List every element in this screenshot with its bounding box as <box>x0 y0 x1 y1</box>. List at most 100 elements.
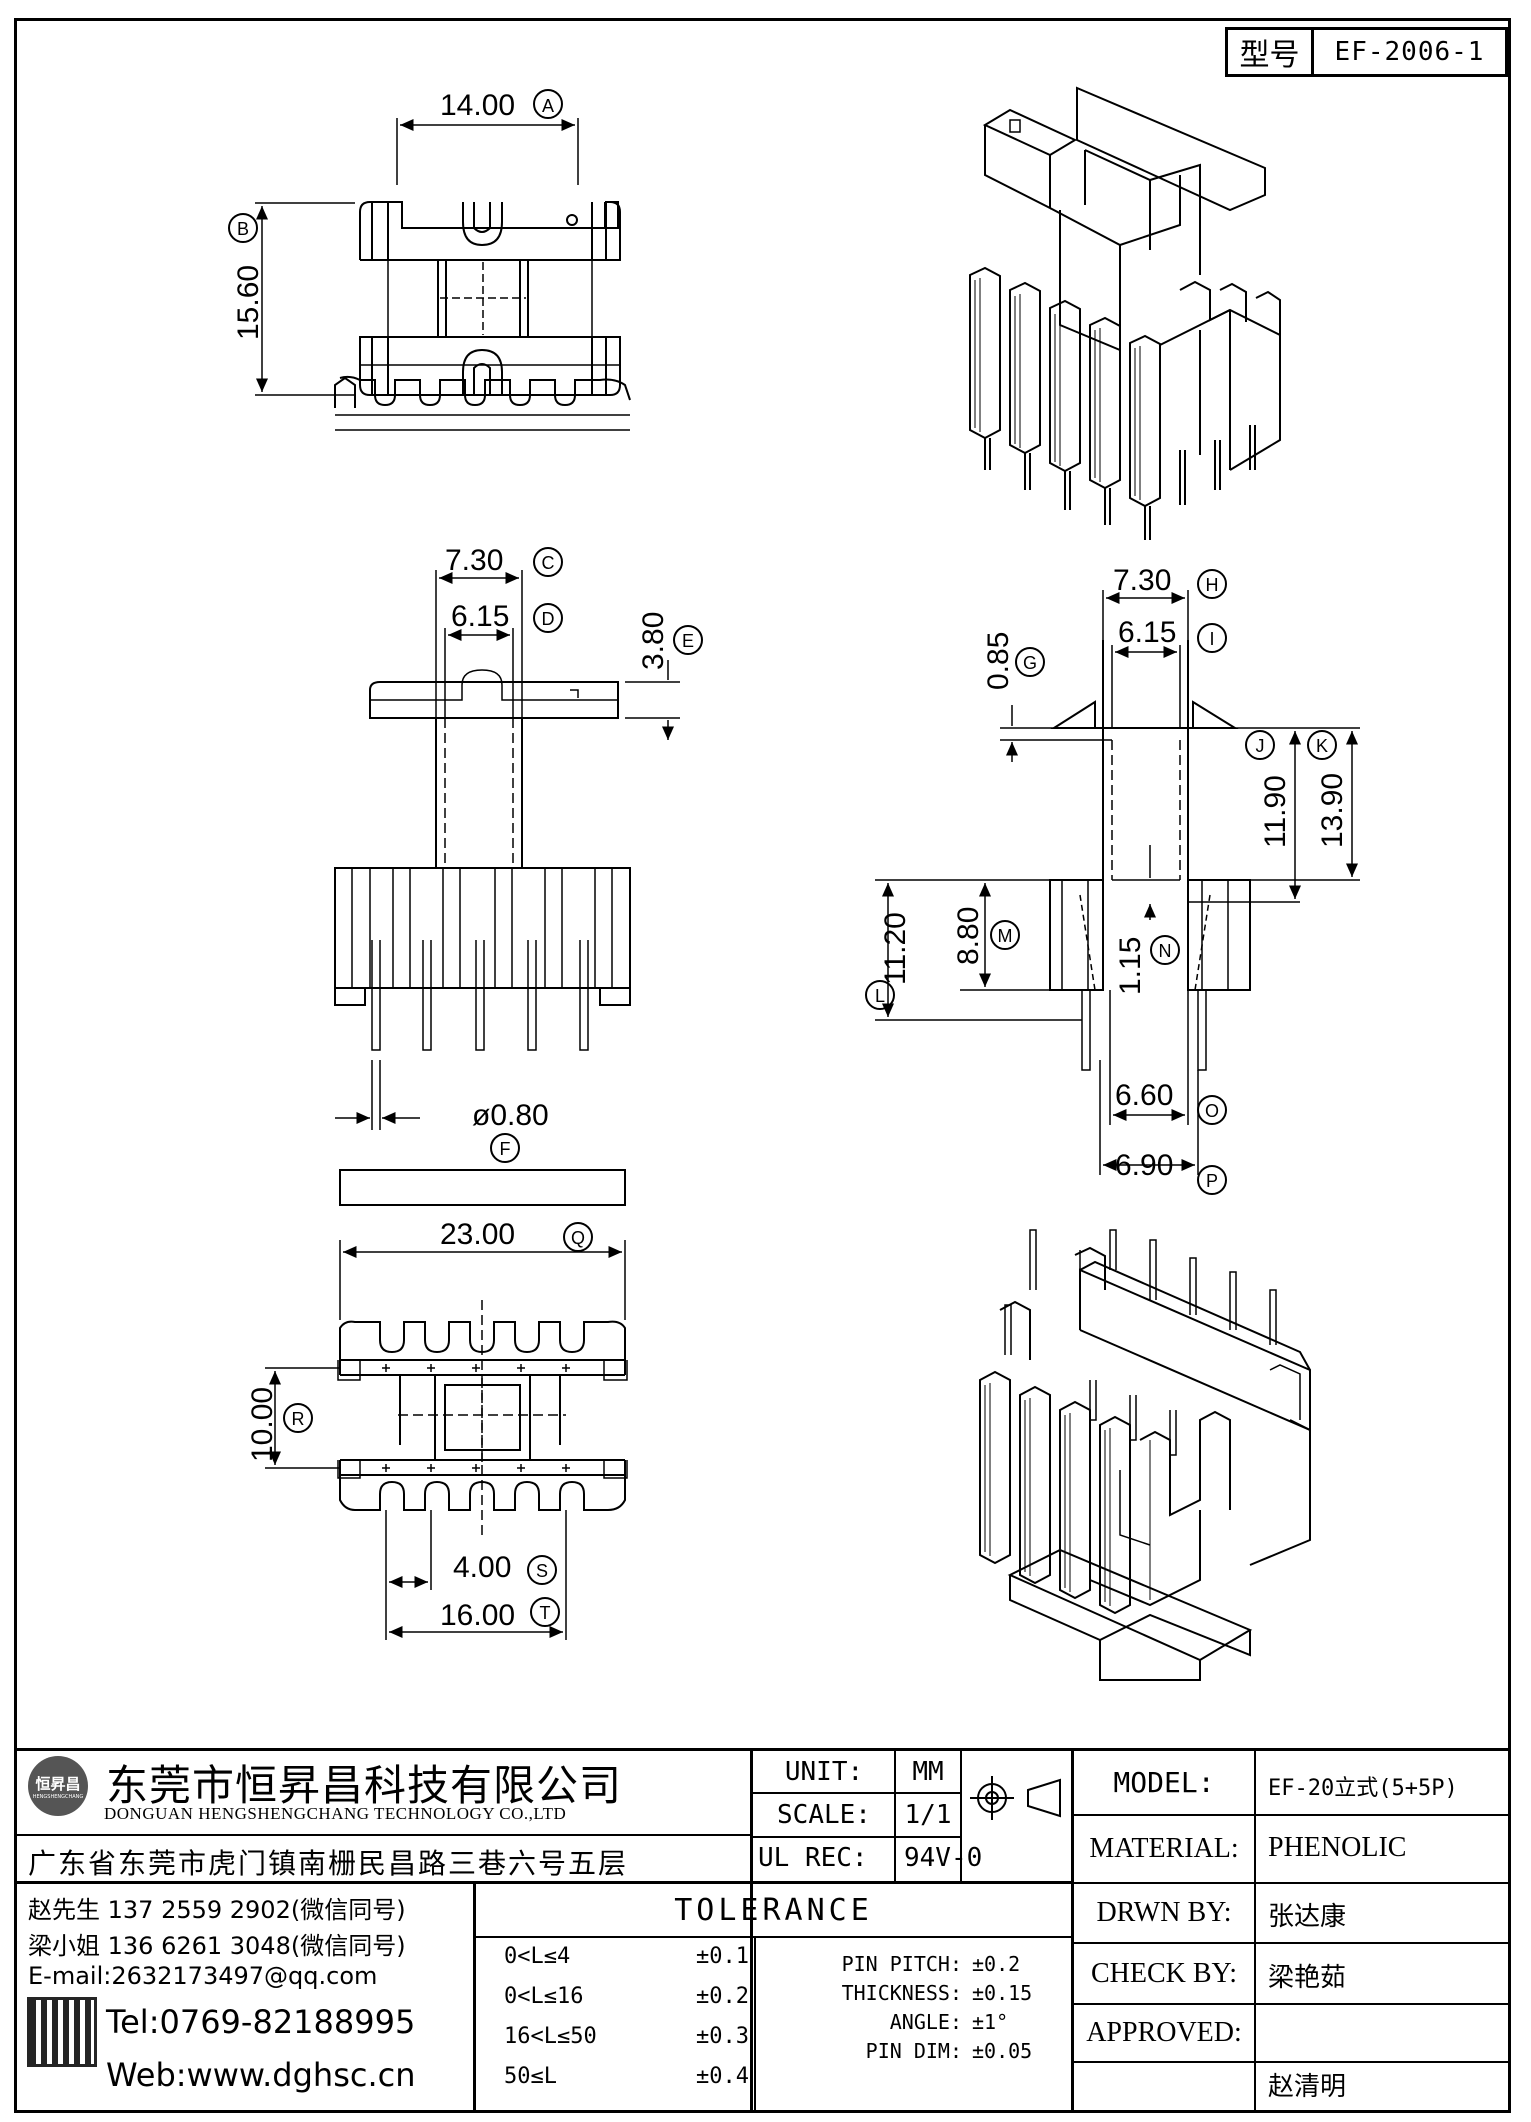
dim-d: 6.15 <box>451 600 509 633</box>
tolerance-extra-label: ANGLE: <box>889 2010 962 2034</box>
isometric-view-bottom <box>979 1229 1311 1681</box>
projection-symbol-icon <box>970 1776 1061 1820</box>
tag-t: T <box>540 1603 551 1623</box>
tolerance-extra-label: PIN DIM: <box>865 2039 962 2063</box>
dim-l: 11.20 <box>879 912 912 985</box>
company-logo: 恒昇昌 HENGSHENGCHANG <box>28 1756 88 1816</box>
tag-i: I <box>1209 629 1214 649</box>
company-address: 广东省东莞市虎门镇南栅民昌路三巷六号五层 <box>28 1847 629 1880</box>
tag-m: M <box>998 926 1013 946</box>
ul-rec-value: 94V-0 <box>904 1843 983 1873</box>
approved-value: 赵清明 <box>1268 2072 1347 2102</box>
dim-i: 6.15 <box>1118 616 1176 649</box>
company-name-en: DONGUAN HENGSHENGCHANG TECHNOLOGY CO.,LT… <box>104 1804 567 1823</box>
dim-e: 3.80 <box>637 612 670 670</box>
telephone: Tel:0769-82188995 <box>106 2003 416 2041</box>
dim-g: 0.85 <box>982 632 1015 690</box>
tolerance-extra: PIN PITCH:±0.2 THICKNESS: ±0.15 ANGLE:±1°… <box>762 1952 1067 2068</box>
technical-drawing: 14.00 A 15.60 B 7.30 C 6.15 D 3.80 E ø0.… <box>228 86 1360 1681</box>
isometric-view-top <box>969 86 1281 540</box>
dimension-tags <box>228 89 1337 1627</box>
title-block: 恒昇昌 HENGSHENGCHANG 东莞市恒昇昌科技有限公司 DONGUAN … <box>14 1748 1511 2113</box>
tag-a: A <box>542 96 554 116</box>
tolerance-row: 50≤L ±0.4 <box>504 2064 749 2104</box>
tag-o: O <box>1205 1101 1219 1121</box>
dim-p: 6.90 <box>1115 1149 1173 1182</box>
unit-label: UNIT: <box>784 1757 864 1787</box>
tag-q: Q <box>571 1228 585 1248</box>
scale-value: 1/1 <box>904 1800 952 1830</box>
tolerance-range: 50≤L <box>504 2064 557 2089</box>
top-view <box>255 118 621 396</box>
tolerance-value: ±0.2 <box>696 1984 749 2009</box>
tolerance-value: ±0.3 <box>696 2024 749 2049</box>
tolerance-range: 16<L≤50 <box>504 2024 597 2049</box>
contact-1: 赵先生 137 2559 2902(微信同号) <box>28 1896 406 1924</box>
tolerance-row: 16<L≤50 ±0.3 <box>504 2024 749 2064</box>
dim-n: 1.15 <box>1114 937 1147 995</box>
dim-m: 8.80 <box>952 907 985 965</box>
logo-subtext: HENGSHENGCHANG <box>32 1793 84 1800</box>
drawn-by-value: 张达康 <box>1268 1902 1347 1932</box>
contact-2: 梁小姐 136 6261 3048(微信同号) <box>28 1932 406 1960</box>
side-view <box>875 590 1360 1175</box>
tag-k: K <box>1316 736 1328 756</box>
model-label: MODEL: <box>1113 1766 1215 1799</box>
dim-o: 6.60 <box>1115 1079 1173 1112</box>
tolerance-range: 0<L≤16 <box>504 1984 584 2009</box>
model-value: EF-20立式(5+5P) <box>1268 1776 1458 1801</box>
dim-a: 14.00 <box>440 89 515 122</box>
unit-value: MM <box>912 1757 944 1787</box>
tolerance-extra-row: THICKNESS: ±0.15 <box>762 1981 1067 2010</box>
tolerance-extra-value: ±0.15 <box>972 1981 1033 2005</box>
dim-h: 7.30 <box>1113 564 1171 597</box>
tolerance-extra-value: ±0.05 <box>972 2039 1033 2063</box>
tolerance-row: 0<L≤16 ±0.2 <box>504 1984 749 2024</box>
dim-k: 13.90 <box>1316 773 1349 848</box>
tolerance-extra-row: ANGLE:±1° <box>762 2010 1067 2039</box>
tolerance-extra-value: ±0.2 <box>972 1952 1021 1976</box>
tag-l: L <box>875 986 885 1006</box>
tag-g: G <box>1023 653 1037 673</box>
qr-code-icon <box>27 1997 97 2067</box>
front-view <box>334 570 680 1130</box>
tolerance-value: ±0.4 <box>696 2064 749 2089</box>
tolerance-row: 0<L≤4 ±0.1 <box>504 1944 749 1984</box>
scale-label: SCALE: <box>777 1800 871 1830</box>
check-by-value: 梁艳茹 <box>1268 1963 1347 1993</box>
dim-r: 10.00 <box>246 1387 279 1462</box>
part-number-box: 型号 EF-2006-1 <box>1225 27 1508 77</box>
dim-j: 11.90 <box>1259 775 1292 848</box>
tag-b: B <box>237 219 249 239</box>
part-number-value: EF-2006-1 <box>1334 37 1485 67</box>
tag-f: F <box>500 1139 511 1159</box>
tag-c: C <box>542 553 555 573</box>
dim-s: 4.00 <box>453 1551 511 1584</box>
dim-f: ø0.80 <box>472 1099 549 1132</box>
website: Web:www.dghsc.cn <box>106 2056 416 2094</box>
drawing-sheet <box>14 18 1511 2113</box>
tolerance-extra-row: PIN DIM: ±0.05 <box>762 2039 1067 2068</box>
tag-n: N <box>1159 941 1172 961</box>
tolerance-range: 0<L≤4 <box>504 1944 571 1969</box>
bottom-view <box>265 375 631 1640</box>
tolerance-table: 0<L≤4 ±0.1 0<L≤16 ±0.2 16<L≤50 ±0.3 50≤L ±0.… <box>504 1944 749 2104</box>
check-by-label: CHECK BY: <box>1090 1957 1237 1989</box>
approved-label: APPROVED: <box>1086 2017 1242 2048</box>
ul-rec-label: UL REC: <box>758 1843 868 1873</box>
material-value: PHENOLIC <box>1268 1832 1407 1863</box>
tolerance-extra-label: THICKNESS: <box>841 1981 962 2005</box>
tag-e: E <box>682 631 694 651</box>
company-name-cn: 东莞市恒昇昌科技有限公司 <box>106 1761 623 1810</box>
tag-d: D <box>542 609 555 629</box>
dim-c: 7.30 <box>445 544 503 577</box>
tolerance-value: ±0.1 <box>696 1944 749 1969</box>
part-number-label: 型号 <box>1228 30 1314 74</box>
tag-j: J <box>1256 736 1265 756</box>
material-label: MATERIAL: <box>1089 1833 1239 1864</box>
dim-t: 16.00 <box>440 1599 515 1632</box>
tag-r: R <box>292 1409 305 1429</box>
tag-s: S <box>536 1561 548 1581</box>
dim-b: 15.60 <box>232 265 265 340</box>
tolerance-extra-row: PIN PITCH:±0.2 <box>762 1952 1067 1981</box>
